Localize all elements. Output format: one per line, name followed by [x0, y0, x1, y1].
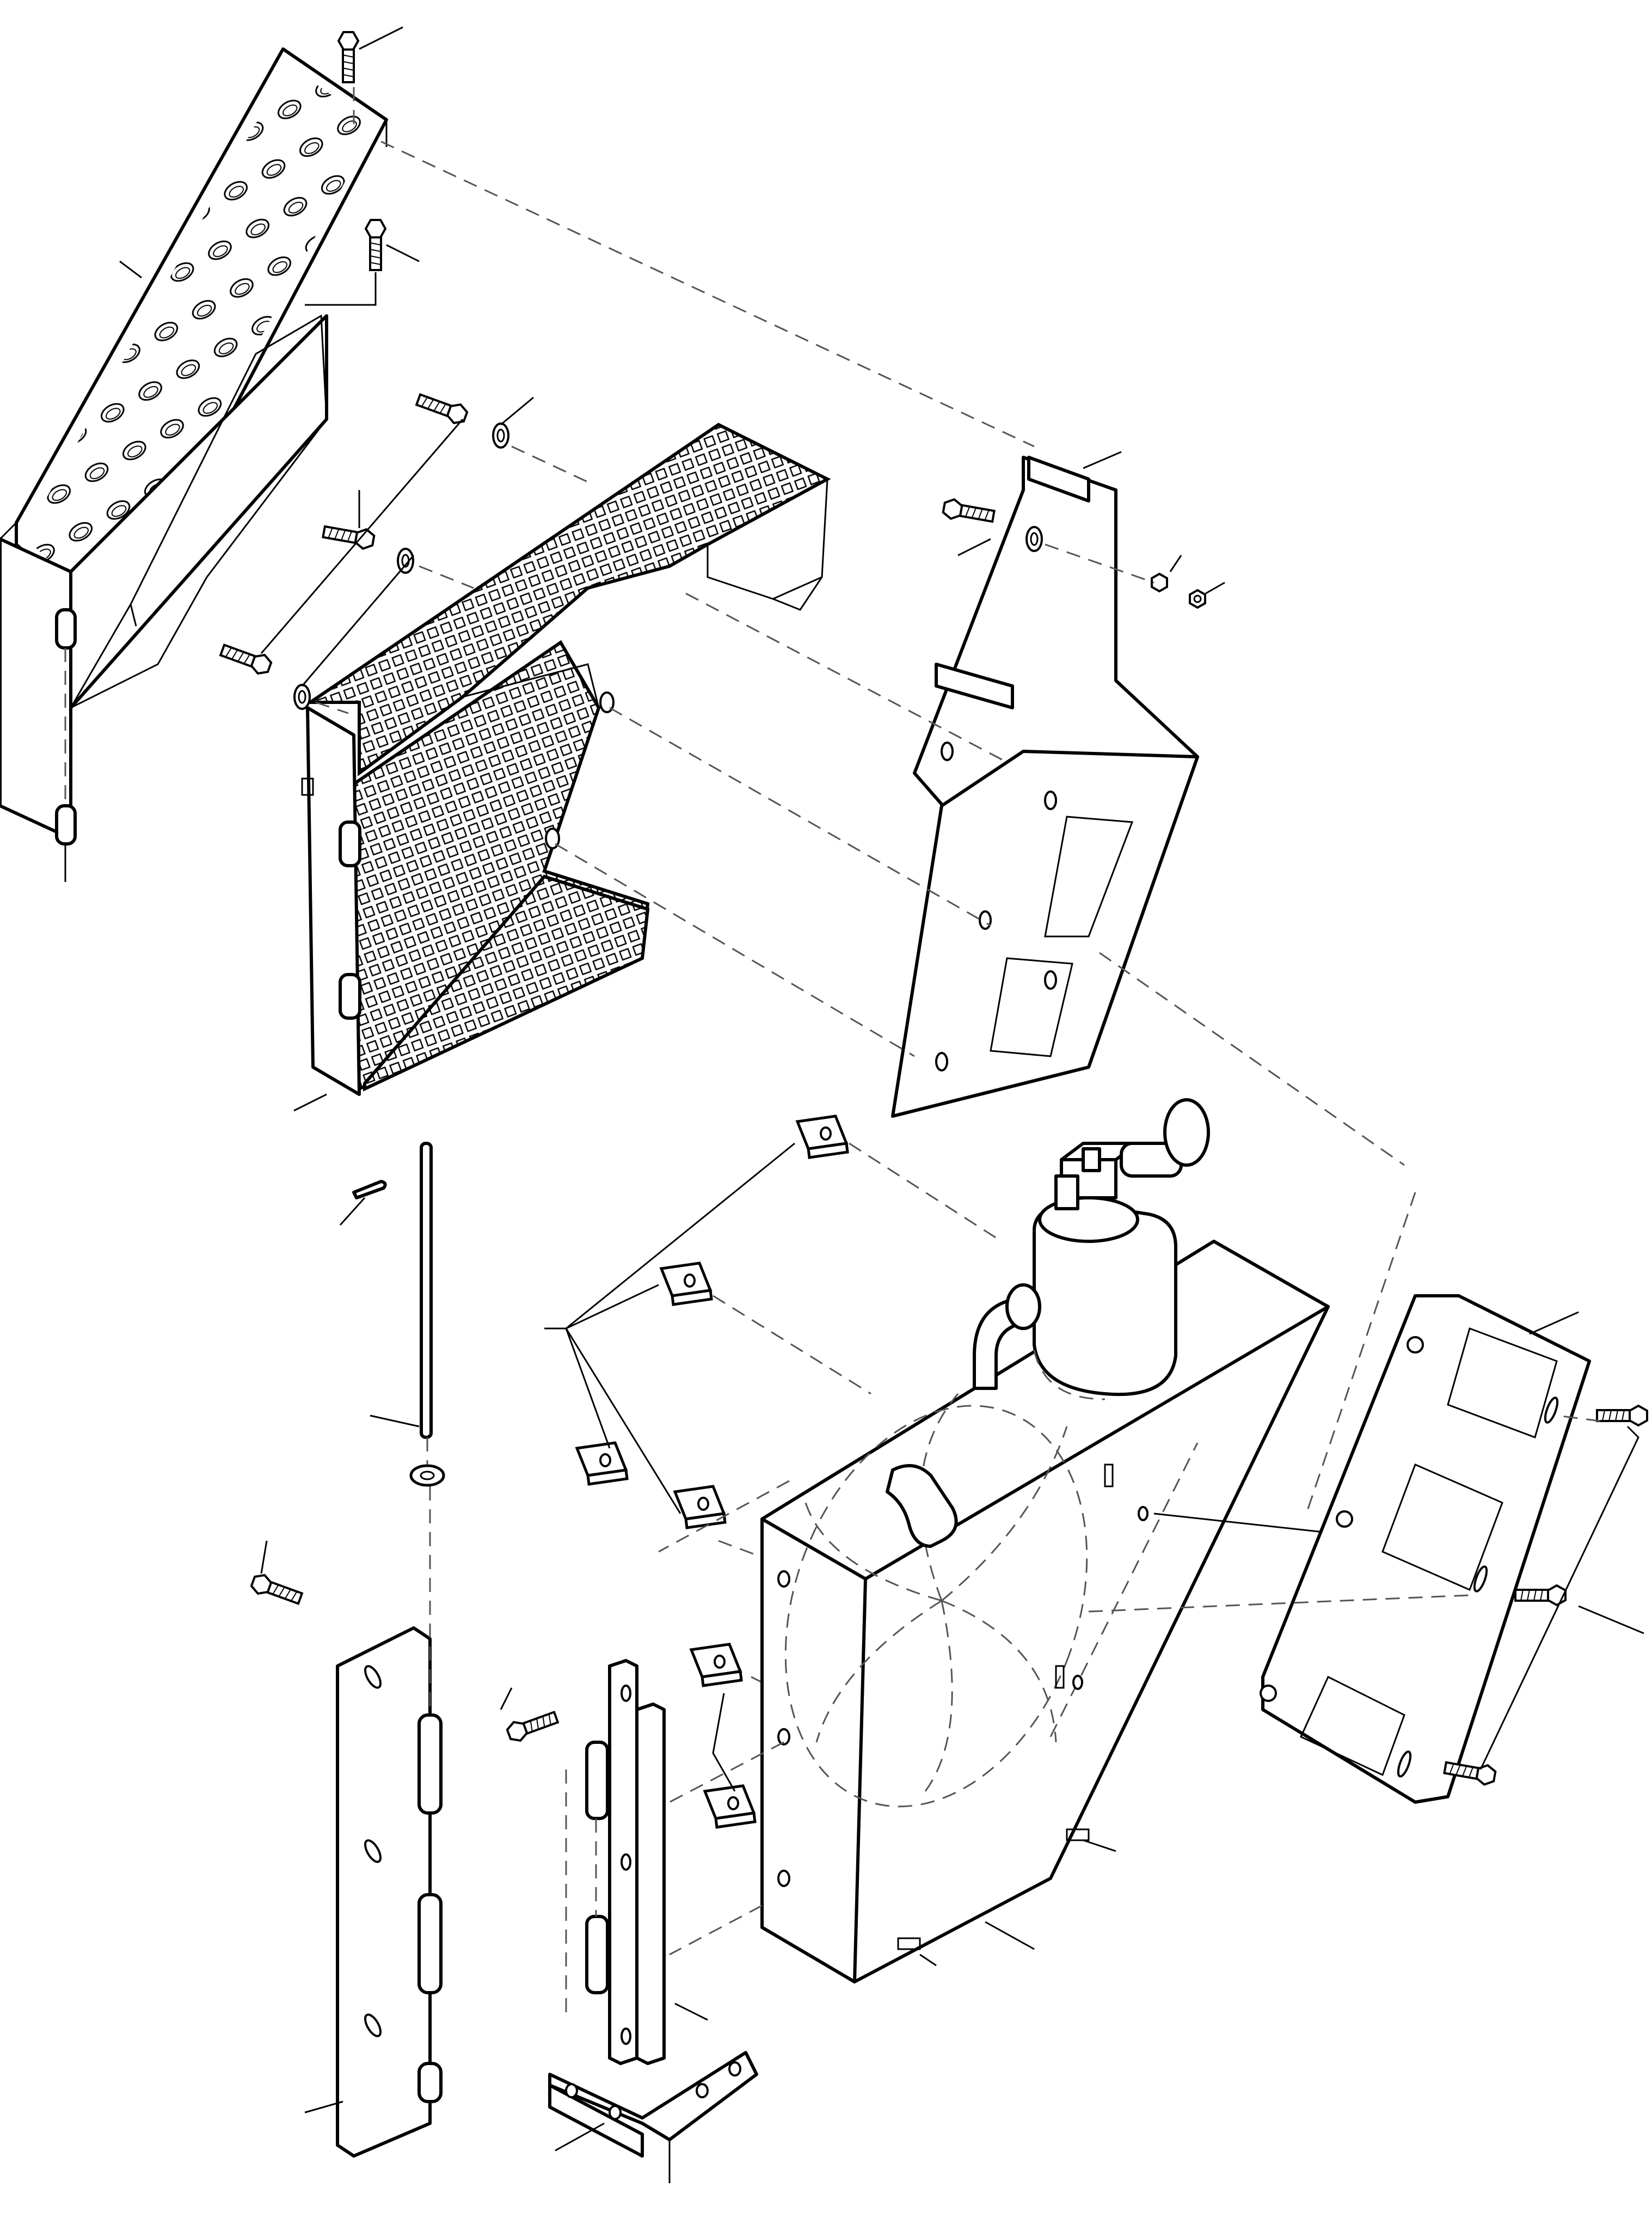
washer-icon	[293, 684, 311, 710]
mounting-plate-icon	[891, 451, 1199, 1118]
bolt-icon	[1596, 1405, 1648, 1426]
bolt-icon	[365, 219, 386, 271]
clip-nut-icon	[675, 1486, 725, 1528]
clip-nut-icon	[577, 1443, 627, 1484]
bolt-icon	[321, 521, 376, 552]
bolt-icon	[248, 1571, 305, 1609]
angle-bracket-icon	[548, 2051, 758, 2183]
washer-icon	[1025, 526, 1043, 552]
clip-nut-icon	[705, 1786, 755, 1827]
receiver-drier-icon	[973, 1098, 1210, 1400]
clip-nut-icon	[797, 1116, 848, 1158]
perforated-step-icon	[0, 47, 388, 882]
bolt-icon	[218, 640, 274, 678]
washer-icon	[409, 1464, 445, 1487]
bolt-icon	[337, 31, 359, 83]
bolt-icon	[504, 1707, 561, 1745]
hinge-plate-icon	[304, 1486, 443, 2158]
rod-icon	[370, 1142, 433, 1439]
fan-housing-icon	[760, 1240, 1503, 1983]
washer-icon	[492, 422, 509, 449]
bolt-icon	[1514, 1584, 1567, 1606]
clip-nut-icon	[691, 1644, 741, 1686]
nut-icon	[1151, 572, 1168, 593]
clip-nut-icon	[661, 1263, 711, 1305]
washer-icon	[397, 548, 414, 574]
mesh-bracket-icon	[293, 422, 831, 1112]
hinge-plate-icon	[565, 1659, 708, 2065]
cotter-pin-icon	[339, 1180, 387, 1226]
mounting-plate-icon	[1260, 1192, 1591, 1804]
nut-icon	[1189, 589, 1206, 609]
bolt-icon	[941, 497, 996, 527]
